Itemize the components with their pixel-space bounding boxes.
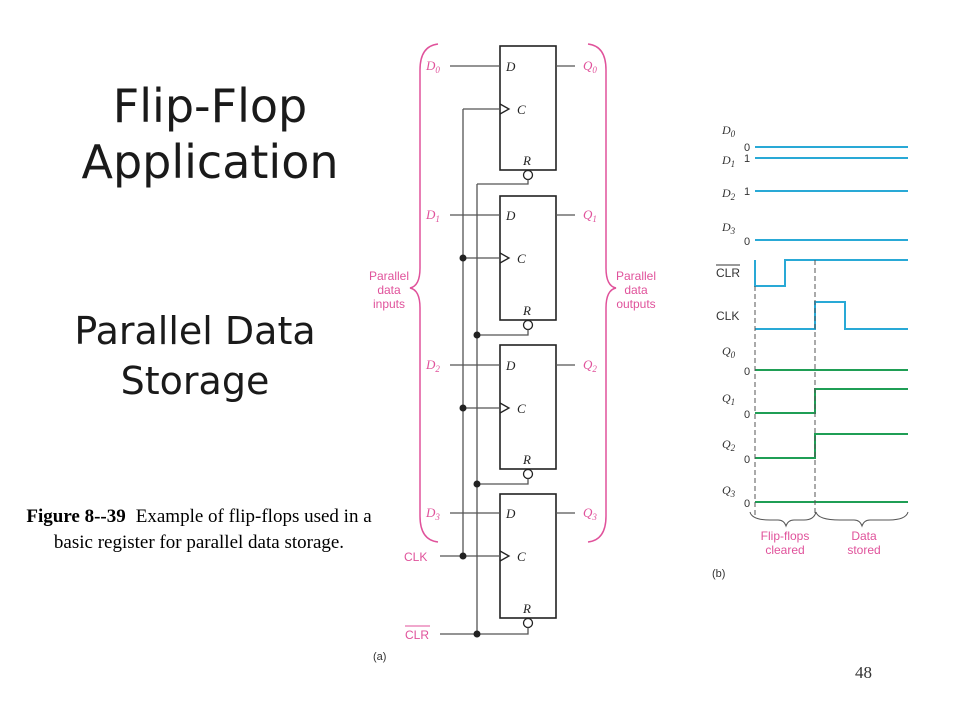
reset-bubble-3 bbox=[522, 617, 534, 629]
reset-bubble-1 bbox=[522, 319, 534, 331]
clear-tap-1 bbox=[477, 329, 529, 336]
d-input-label-3: D3 bbox=[425, 505, 440, 522]
level-q3: 0 bbox=[744, 498, 750, 510]
phase-label-cleared-2: cleared bbox=[765, 543, 804, 557]
timing-diagram: D0 D1 D2 D3 CLR CLK Q0 Q1 Q2 Q3 0 1 1 0 … bbox=[712, 123, 909, 580]
caption-text: Example of flip-flops used in a basic re… bbox=[53, 506, 372, 553]
outputs-brace-label-2: data bbox=[624, 283, 648, 297]
d-input-label-1: D1 bbox=[425, 207, 440, 224]
signal-name-d1: D1 bbox=[721, 153, 735, 169]
inputs-brace-label-2: data bbox=[377, 283, 401, 297]
pin-c-label: C bbox=[517, 251, 526, 266]
clk-input-label: CLK bbox=[404, 550, 427, 564]
inputs-brace bbox=[409, 43, 439, 543]
level-q0: 0 bbox=[744, 366, 750, 378]
outputs-brace bbox=[587, 43, 617, 543]
junction-dots bbox=[459, 254, 481, 638]
outputs-brace-label-3: outputs bbox=[616, 297, 655, 311]
circuit-label: (a) bbox=[373, 651, 386, 663]
pin-d-label: D bbox=[505, 358, 516, 373]
phase-label-stored-1: Data bbox=[851, 529, 877, 543]
junction-dot bbox=[473, 480, 481, 488]
reset-bubble-0 bbox=[522, 169, 534, 181]
pink-annotations: Parallel data inputs Parallel data outpu… bbox=[369, 43, 656, 642]
pin-d-label: D bbox=[505, 59, 516, 74]
signal-name-q3: Q3 bbox=[722, 483, 736, 499]
reset-bubble-2 bbox=[522, 468, 534, 480]
level-d2: 1 bbox=[744, 186, 750, 198]
level-q1: 0 bbox=[744, 409, 750, 421]
pin-r-label: R bbox=[522, 452, 531, 467]
q-output-label-1: Q1 bbox=[583, 207, 597, 224]
d-input-label-2: D2 bbox=[425, 357, 440, 374]
signal-name-clk: CLK bbox=[716, 309, 739, 323]
signal-name-d0: D0 bbox=[721, 123, 736, 139]
level-d3: 0 bbox=[744, 236, 750, 248]
signal-name-clr: CLR bbox=[716, 266, 740, 280]
inputs-brace-label-3: inputs bbox=[373, 297, 405, 311]
clock-triangle-1 bbox=[499, 252, 511, 264]
level-q2: 0 bbox=[744, 454, 750, 466]
figure-label: Figure 8--39 bbox=[26, 506, 126, 527]
junction-dot bbox=[473, 331, 481, 339]
timing-label: (b) bbox=[712, 568, 725, 580]
pin-r-label: R bbox=[522, 153, 531, 168]
signal-name-d2: D2 bbox=[721, 186, 736, 202]
waveform-q1 bbox=[755, 388, 908, 414]
q-output-label-2: Q2 bbox=[583, 357, 597, 374]
junction-dot bbox=[459, 552, 467, 560]
title-line-2: Application bbox=[81, 135, 339, 189]
flip-flop-pin-labels: D C R D C R D C R D C R bbox=[505, 59, 531, 616]
waveform-clr bbox=[754, 259, 908, 287]
signal-name-q2: Q2 bbox=[722, 437, 736, 453]
signal-name-d3: D3 bbox=[721, 220, 736, 236]
q-output-label-3: Q3 bbox=[583, 505, 597, 522]
junction-dot bbox=[459, 254, 467, 262]
clear-tap-2 bbox=[477, 478, 529, 485]
slide-subtitle: Parallel Data Storage bbox=[20, 306, 370, 406]
register-circuit bbox=[440, 45, 575, 635]
q-output-label-0: Q0 bbox=[583, 58, 597, 75]
signal-name-q0: Q0 bbox=[722, 344, 736, 360]
slide-title: Flip-Flop Application bbox=[20, 78, 400, 190]
outputs-brace-label-1: Parallel bbox=[616, 269, 656, 283]
phase-label-cleared-1: Flip-flops bbox=[761, 529, 810, 543]
title-line-1: Flip-Flop bbox=[112, 79, 308, 133]
phase-brace-stored bbox=[815, 511, 909, 528]
level-d0: 0 bbox=[744, 142, 750, 154]
phase-brace-cleared bbox=[749, 511, 817, 528]
pin-d-label: D bbox=[505, 506, 516, 521]
clock-triangle-2 bbox=[499, 402, 511, 414]
inputs-brace-label-1: Parallel bbox=[369, 269, 409, 283]
subtitle-line-2: Storage bbox=[120, 359, 270, 403]
clock-triangle-0 bbox=[499, 103, 511, 115]
junction-dot bbox=[459, 404, 467, 412]
clear-tap-3 bbox=[440, 627, 529, 635]
waveform-clk bbox=[755, 301, 908, 330]
pin-c-label: C bbox=[517, 102, 526, 117]
pin-r-label: R bbox=[522, 303, 531, 318]
pin-r-label: R bbox=[522, 601, 531, 616]
d-input-label-0: D0 bbox=[425, 58, 440, 75]
clock-triangle-3 bbox=[499, 550, 511, 562]
subtitle-line-1: Parallel Data bbox=[74, 309, 316, 353]
junction-dot bbox=[473, 630, 481, 638]
clr-input-label: CLR bbox=[405, 628, 429, 642]
level-d1: 1 bbox=[744, 153, 750, 165]
signal-name-q1: Q1 bbox=[722, 391, 735, 407]
phase-label-stored-2: stored bbox=[847, 543, 880, 557]
page-number: 48 bbox=[855, 663, 872, 682]
pin-d-label: D bbox=[505, 208, 516, 223]
waveform-q2 bbox=[755, 433, 908, 459]
pin-c-label: C bbox=[517, 401, 526, 416]
clear-tap-0 bbox=[477, 179, 529, 185]
pin-c-label: C bbox=[517, 549, 526, 564]
